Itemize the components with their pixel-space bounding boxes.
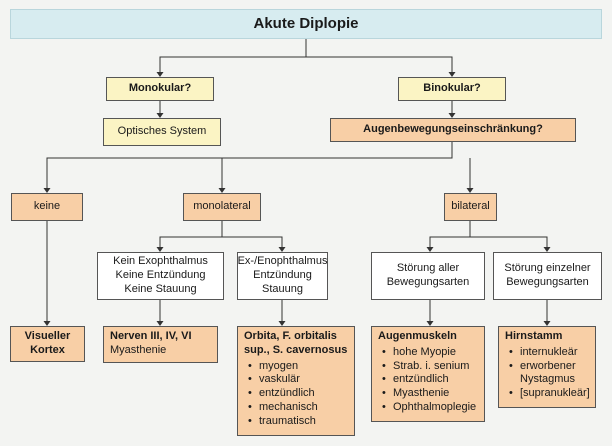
- orbita-list-item: vaskulär: [248, 373, 348, 387]
- augenmuskeln-list: hohe Myopie Strab. i. senium entzündlich…: [378, 346, 478, 415]
- monolateral-box: monolateral: [183, 193, 261, 221]
- binokular-box: Binokular?: [398, 77, 506, 101]
- stoerung-einzelner-line: Störung einzelner: [504, 262, 591, 275]
- hirnstamm-list-item: erworbener Nystagmus: [509, 360, 589, 388]
- orbita-heading-line: sup., S. cavernosus: [244, 343, 348, 356]
- kein-exo-line: Keine Entzündung: [115, 269, 206, 282]
- visueller-kortex-line: Kortex: [30, 344, 65, 356]
- monokular-label: Monokular?: [128, 82, 192, 95]
- hirnstamm-box: Hirnstamm internukleär erworbener Nystag…: [498, 326, 596, 408]
- orbita-list-item: mechanisch: [248, 401, 348, 415]
- stoerung-aller-box: Störung aller Bewegungsarten: [371, 252, 485, 300]
- orbita-list-item: entzündlich: [248, 387, 348, 401]
- kein-exophthalmus-box: Kein Exophthalmus Keine Entzündung Keine…: [97, 252, 224, 300]
- augenbewegung-box: Augenbewegungseinschränkung?: [330, 118, 576, 142]
- augenmuskeln-list-item: entzündlich: [382, 373, 478, 387]
- keine-box: keine: [11, 193, 83, 221]
- nerven-sub: Myasthenie: [110, 343, 167, 356]
- augenmuskeln-list-item: Myasthenie: [382, 387, 478, 401]
- hirnstamm-list: internukleär erworbener Nystagmus [supra…: [505, 346, 590, 401]
- nerven-heading: Nerven III, IV, VI: [110, 330, 192, 342]
- orbita-list: myogen vaskulär entzündlich mechanisch t…: [244, 360, 348, 429]
- binokular-label: Binokular?: [423, 82, 481, 95]
- augenmuskeln-box: Augenmuskeln hohe Myopie Strab. i. seniu…: [371, 326, 485, 422]
- keine-label: keine: [33, 200, 61, 213]
- orbita-list-item: myogen: [248, 360, 348, 374]
- monolateral-label: monolateral: [193, 200, 251, 213]
- ex-enoph-line: Entzündung: [253, 269, 312, 282]
- bilateral-box: bilateral: [444, 193, 497, 221]
- kein-exo-line: Kein Exophthalmus: [113, 255, 208, 268]
- augenbewegung-label: Augenbewegungseinschränkung?: [363, 123, 543, 136]
- hirnstamm-list-item: internukleär: [509, 346, 589, 360]
- stoerung-einzelner-line: Bewegungsarten: [506, 276, 589, 288]
- visueller-kortex-line: Visueller: [24, 330, 71, 343]
- ex-enoph-line: Ex-/Enophthalmus: [237, 255, 328, 268]
- stoerung-aller-line: Störung aller: [396, 262, 460, 275]
- title-box: Akute Diplopie: [10, 9, 602, 39]
- nerven-box: Nerven III, IV, VI Myasthenie: [103, 326, 218, 363]
- page-title: Akute Diplopie: [253, 14, 359, 32]
- optisches-system-label: Optisches System: [117, 125, 207, 138]
- orbita-heading-line: Orbita, F. orbitalis: [244, 330, 337, 342]
- bilateral-label: bilateral: [451, 200, 490, 213]
- hirnstamm-list-item: [supranukleär]: [509, 387, 590, 401]
- monokular-box: Monokular?: [106, 77, 214, 101]
- orbita-list-item: traumatisch: [248, 415, 348, 429]
- visueller-kortex-box: Visueller Kortex: [10, 326, 85, 362]
- stoerung-aller-line: Bewegungsarten: [386, 276, 470, 288]
- augenmuskeln-list-item: Strab. i. senium: [382, 360, 478, 374]
- orbita-box: Orbita, F. orbitalis sup., S. cavernosus…: [237, 326, 355, 436]
- augenmuskeln-list-item: hohe Myopie: [382, 346, 478, 360]
- kein-exo-line: Keine Stauung: [124, 282, 197, 295]
- ex-enoph-line: Stauung: [262, 282, 303, 295]
- stoerung-einzelner-box: Störung einzelner Bewegungsarten: [493, 252, 602, 300]
- ex-enophthalmus-box: Ex-/Enophthalmus Entzündung Stauung: [237, 252, 328, 300]
- augenmuskeln-heading: Augenmuskeln: [378, 330, 457, 342]
- optisches-system-box: Optisches System: [103, 118, 221, 146]
- augenmuskeln-list-item: Ophthalmoplegie: [382, 401, 478, 415]
- hirnstamm-heading: Hirnstamm: [505, 330, 563, 342]
